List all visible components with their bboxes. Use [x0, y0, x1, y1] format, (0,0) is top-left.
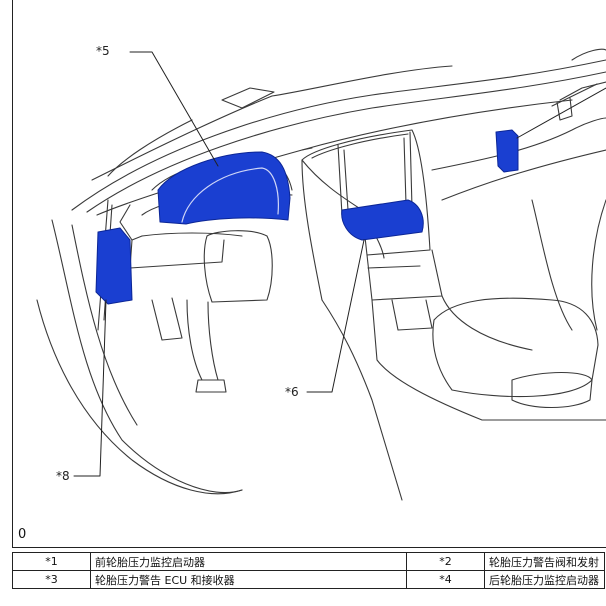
figure-frame: [12, 0, 606, 548]
legend-number: *4: [406, 570, 485, 589]
tire-pressure-ecu: [95, 227, 133, 305]
legend-number: *2: [406, 552, 485, 571]
legend-row: *3 轮胎压力警告 ECU 和接收器 *4 后轮胎压力监控启动器: [12, 570, 605, 589]
center-console: [301, 129, 606, 501]
dashboard-diagram: [36, 48, 606, 501]
leader-right: [516, 87, 606, 139]
callout-leaders: [73, 51, 606, 477]
legend-table: *1 前轮胎压力监控启动器 *2 轮胎压力警告阀和发射 *3 轮胎压力警告 EC…: [12, 552, 605, 589]
legend-number: *3: [12, 570, 91, 589]
legend-description: 轮胎压力警告阀和发射: [484, 552, 605, 571]
dashboard-outline: [36, 48, 606, 495]
components: [95, 129, 519, 305]
leader-6: [306, 239, 365, 393]
legend-description: 轮胎压力警告 ECU 和接收器: [90, 570, 407, 589]
combination-meter: [157, 151, 291, 225]
callout-8: *8: [56, 469, 70, 483]
leader-8: [73, 299, 107, 477]
legend-row: *1 前轮胎压力监控启动器 *2 轮胎压力警告阀和发射: [12, 552, 605, 571]
legend-description: 后轮胎压力监控启动器: [484, 570, 605, 589]
right-receiver: [495, 129, 519, 173]
callout-6: *6: [285, 385, 299, 399]
legend-number: *1: [12, 552, 91, 571]
callout-5: *5: [96, 44, 110, 58]
legend-description: 前轮胎压力监控启动器: [90, 552, 407, 571]
figure-id: 0: [18, 527, 27, 542]
steering-column: [151, 230, 273, 393]
leader-5: [129, 51, 219, 167]
display-unit: [341, 199, 424, 241]
